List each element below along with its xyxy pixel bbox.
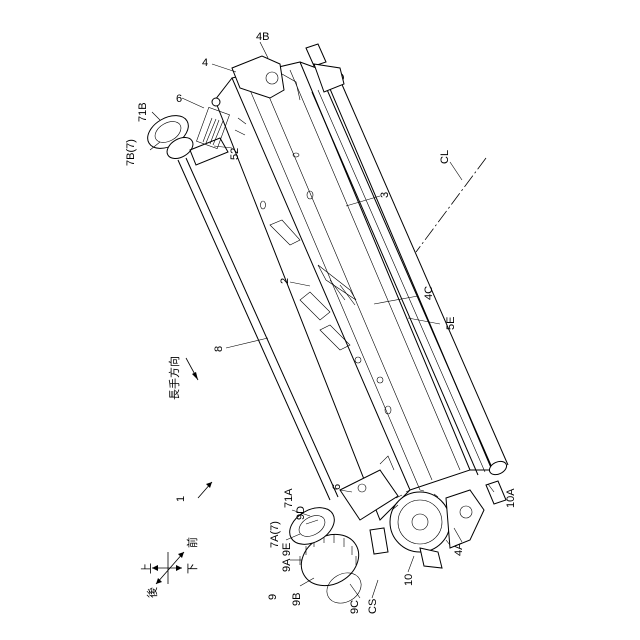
center-line <box>416 158 486 252</box>
compass-back: 後 <box>145 587 159 598</box>
compass-up: 上 <box>140 563 153 574</box>
label-4a: 4A <box>453 542 465 556</box>
label-5e: 5E <box>445 317 457 330</box>
holder-7b <box>142 109 228 165</box>
label-10: 10 <box>403 574 415 586</box>
label-cs: CS <box>367 599 379 614</box>
label-cl: CL <box>439 150 451 164</box>
compass-down: 下 <box>187 563 199 574</box>
label-52: 52 <box>229 148 241 160</box>
label-9d: 9D <box>295 506 307 520</box>
frame-body <box>215 62 492 520</box>
label-7b: 7B(7) <box>125 139 137 166</box>
label-4c: 4C <box>423 286 435 300</box>
label-9: 9 <box>267 594 279 600</box>
label-4: 4 <box>202 57 208 69</box>
label-2: 2 <box>279 278 291 284</box>
assembly-arrow <box>198 482 212 498</box>
label-9a9e: 9A 9E <box>281 543 293 572</box>
label-1: 1 <box>175 496 187 502</box>
compass-front: 前 <box>185 537 199 548</box>
gear-10 <box>390 490 484 568</box>
label-71a: 71A <box>283 488 295 508</box>
label-7a: 7A(7) <box>269 521 281 548</box>
label-6-bot: 6 <box>331 484 343 490</box>
label-6-top: 6 <box>176 93 182 105</box>
label-longitudinal: 長手方向 <box>167 356 181 400</box>
label-10a: 10A <box>505 488 517 508</box>
label-9b: 9B <box>291 593 303 606</box>
label-8: 8 <box>213 346 225 352</box>
label-71b: 71B <box>137 102 149 122</box>
label-9c: 9C <box>349 600 361 614</box>
compass-arrows <box>152 552 184 584</box>
longitudinal-arrow <box>186 358 198 380</box>
label-3: 3 <box>379 192 391 198</box>
label-4b: 4B <box>256 31 269 43</box>
